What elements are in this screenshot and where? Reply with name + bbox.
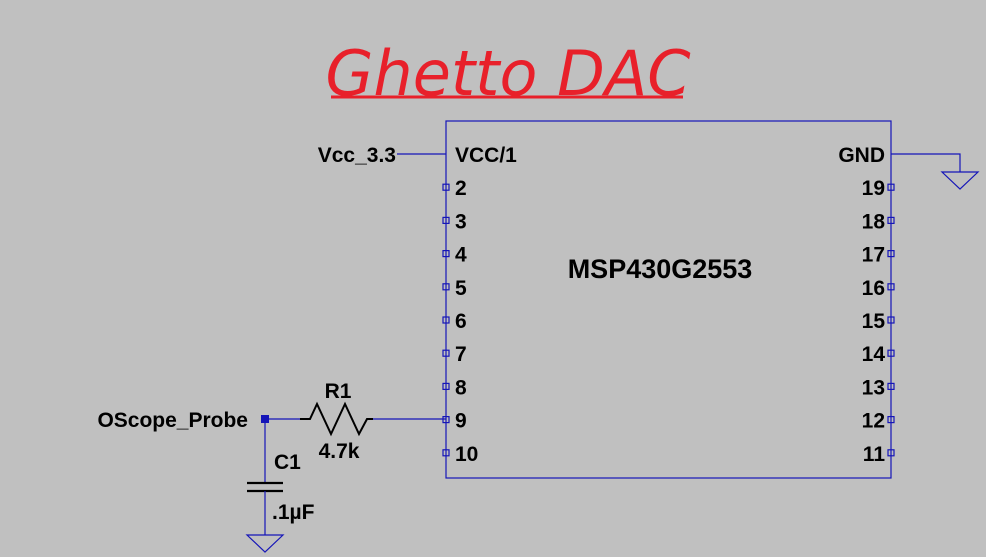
pin-10-terminal[interactable] [442, 449, 450, 457]
pin-20-label: GND [838, 144, 885, 167]
pin-19-terminal[interactable] [887, 183, 895, 191]
pin-9-label: 9 [455, 410, 467, 433]
chip-pins-right: GND 19 18 17 16 15 14 13 12 11 [838, 144, 895, 466]
pin-4-terminal[interactable] [442, 250, 450, 258]
pin-8-terminal[interactable] [442, 382, 450, 390]
gnd-wire[interactable] [891, 153, 961, 172]
pin-5-label: 5 [455, 277, 467, 300]
chip-body[interactable] [445, 120, 892, 479]
pin-10-label: 10 [455, 443, 478, 466]
pin-12-label: 12 [862, 410, 885, 433]
pin-15-label: 15 [862, 310, 886, 333]
chip-pins-left: VCC/1 2 3 4 5 6 7 8 9 10 [442, 144, 517, 466]
pin-18-terminal[interactable] [887, 216, 895, 224]
pin-2-label: 2 [455, 177, 467, 200]
pin-4-label: 4 [455, 244, 467, 267]
resistor-ref: R1 [325, 380, 352, 403]
schematic-title: Ghetto DAC [325, 37, 691, 110]
vcc-net-label[interactable]: Vcc_3.3 [318, 144, 396, 167]
pin-17-terminal[interactable] [887, 250, 895, 258]
cap-ground-symbol [245, 534, 285, 553]
pin-14-label: 14 [862, 343, 886, 366]
chip-ground-symbol [940, 171, 980, 190]
chip-name: MSP430G2553 [568, 254, 753, 284]
pin-13-terminal[interactable] [887, 382, 895, 390]
pin-6-label: 6 [455, 310, 467, 333]
pin-18-label: 18 [862, 210, 886, 233]
pin-16-terminal[interactable] [887, 283, 895, 291]
pin-11-label: 11 [863, 443, 886, 466]
pin-17-label: 17 [862, 244, 885, 267]
pin-8-label: 8 [455, 376, 467, 399]
pin-14-terminal[interactable] [887, 349, 895, 357]
pin-12-terminal[interactable] [887, 416, 895, 424]
pin-7-label: 7 [455, 343, 467, 366]
pin-13-label: 13 [862, 376, 885, 399]
pin-1-label: VCC/1 [455, 144, 517, 167]
pin-6-terminal[interactable] [442, 316, 450, 324]
pin-16-label: 16 [862, 277, 885, 300]
pin-2-terminal[interactable] [442, 183, 450, 191]
pin-7-terminal[interactable] [442, 349, 450, 357]
resistor-r1[interactable] [300, 401, 373, 437]
probe-net-label[interactable]: OScope_Probe [97, 409, 248, 432]
capacitor-ref: C1 [274, 451, 301, 474]
resistor-value: 4.7k [319, 440, 360, 463]
pin-19-label: 19 [862, 177, 885, 200]
pin-15-terminal[interactable] [887, 316, 895, 324]
pin-5-terminal[interactable] [442, 283, 450, 291]
pin-3-label: 3 [455, 210, 467, 233]
capacitor-value: .1µF [272, 501, 315, 524]
pin-11-terminal[interactable] [887, 449, 895, 457]
pin-3-terminal[interactable] [442, 216, 450, 224]
